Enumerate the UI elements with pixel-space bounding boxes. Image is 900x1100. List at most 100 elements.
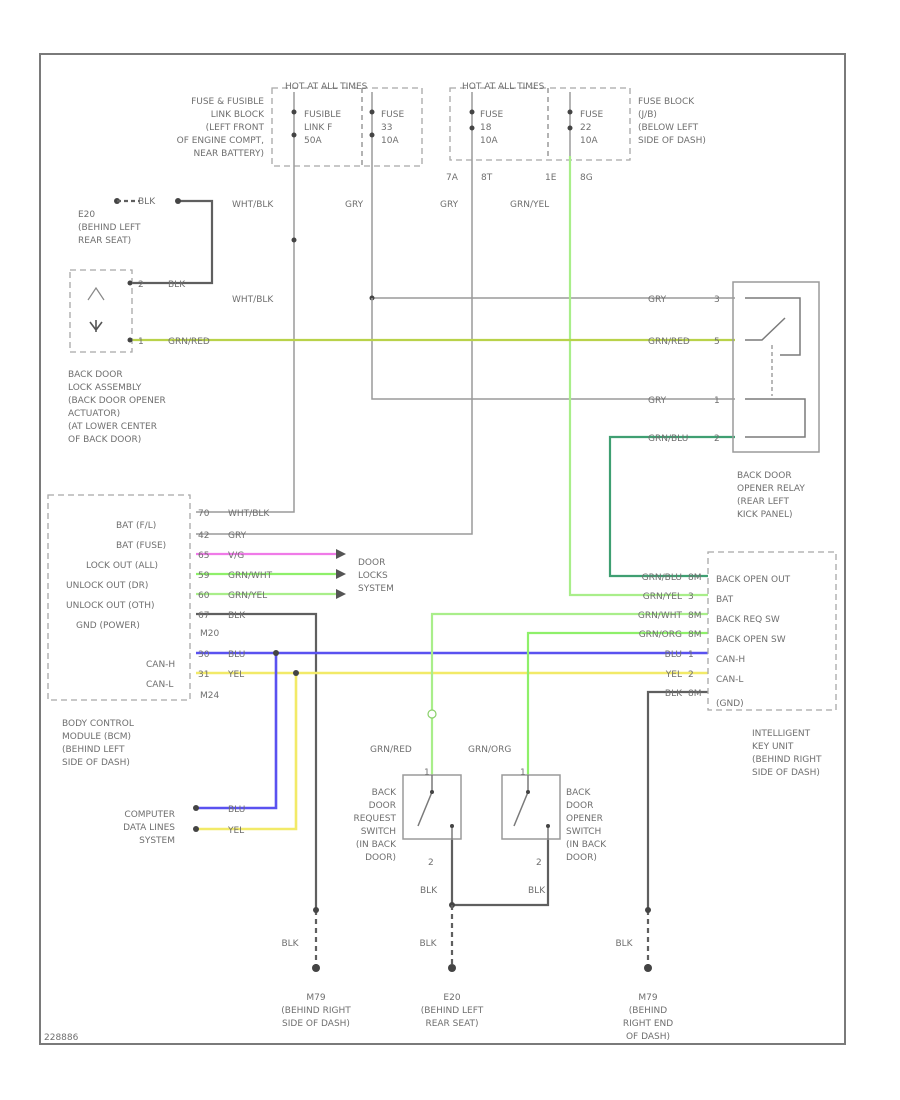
svg-text:CAN-H: CAN-H: [146, 660, 175, 670]
diagram-frame: [39, 53, 846, 1045]
svg-text:LOCKS: LOCKS: [358, 571, 388, 581]
ground-e20-bottom: BLK E20 (BEHIND LEFT REAR SEAT): [419, 939, 483, 1029]
svg-text:LINK F: LINK F: [304, 123, 332, 133]
svg-text:NEAR BATTERY): NEAR BATTERY): [193, 149, 264, 159]
back-door-lock-box: [69, 269, 133, 353]
svg-text:(BEHIND LEFT: (BEHIND LEFT: [62, 745, 125, 755]
svg-text:GRN/YEL: GRN/YEL: [228, 591, 267, 601]
relay-coil: [745, 398, 806, 438]
svg-text:FUSIBLE: FUSIBLE: [304, 110, 341, 120]
fuse-22: FUSE 22 10A: [580, 110, 603, 146]
svg-text:GRN/BLU: GRN/BLU: [648, 434, 688, 444]
svg-text:33: 33: [381, 123, 392, 133]
svg-text:30: 30: [198, 650, 210, 660]
wire-grn-blu: [608, 435, 735, 578]
back-door-opener-relay-box: [732, 281, 820, 453]
svg-text:BLU: BLU: [228, 650, 245, 660]
wire-wht-blk-top: WHT/BLK: [232, 200, 274, 210]
svg-text:BACK REQ SW: BACK REQ SW: [716, 615, 780, 625]
back-door-opener-switch-box: [501, 774, 561, 840]
svg-text:KEY UNIT: KEY UNIT: [752, 742, 794, 752]
wire-blk-actuator: [130, 199, 214, 285]
svg-text:8M: 8M: [688, 630, 702, 640]
svg-text:65: 65: [198, 551, 209, 561]
fuse-block-pins: 7A 8T 1E 8G: [446, 173, 593, 183]
relay-switch-arm: [745, 317, 786, 341]
opener-switch-arm: [513, 775, 529, 827]
fuse-33: FUSE 33 10A: [381, 110, 404, 146]
ground-symbol-m79-right: [644, 964, 652, 972]
svg-text:8M: 8M: [688, 573, 702, 583]
svg-text:CAN-H: CAN-H: [716, 655, 745, 665]
svg-text:10A: 10A: [580, 136, 598, 146]
svg-text:FUSE: FUSE: [381, 110, 404, 120]
wire-grn-yel-top: GRN/YEL: [510, 200, 549, 210]
wire-bcm-gnd: [196, 612, 318, 910]
bcm-pin-numbers: 70 42 65 59 60 67 30 31: [198, 509, 210, 680]
svg-text:UNLOCK OUT (OTH): UNLOCK OUT (OTH): [66, 601, 155, 611]
svg-text:31: 31: [198, 670, 209, 680]
svg-text:GRY: GRY: [648, 396, 667, 406]
svg-text:GRY: GRY: [648, 295, 667, 305]
svg-text:(LEFT FRONT: (LEFT FRONT: [206, 123, 265, 133]
svg-text:DOOR: DOOR: [566, 801, 593, 811]
svg-text:FUSE: FUSE: [580, 110, 603, 120]
svg-text:BAT: BAT: [716, 595, 734, 605]
wire-wht-blk: [196, 160, 295, 513]
svg-text:CAN-L: CAN-L: [716, 675, 743, 685]
wire-blk-e20: BLK: [138, 197, 156, 207]
opener-switch-wire: GRN/ORG: [468, 745, 511, 755]
iku-label: INTELLIGENT KEY UNIT (BEHIND RIGHT SIDE …: [752, 729, 822, 778]
intelligent-key-unit-box: [707, 551, 837, 711]
svg-text:BLK: BLK: [665, 689, 683, 699]
svg-text:(BEHIND LEFT: (BEHIND LEFT: [421, 1006, 484, 1016]
wire-grn-wht-req: [430, 612, 708, 775]
relay-pins: GRY 3 GRN/RED 5 GRY 1 GRN/BLU 2: [648, 295, 720, 444]
wire-wht-blk-mid: WHT/BLK: [232, 295, 274, 305]
request-switch-pin-bottom: 2: [428, 858, 434, 868]
svg-text:22: 22: [580, 123, 591, 133]
svg-text:GRN/WHT: GRN/WHT: [638, 611, 683, 621]
svg-text:DATA LINES: DATA LINES: [123, 823, 175, 833]
svg-text:WHT/BLK: WHT/BLK: [228, 509, 270, 519]
svg-text:8M: 8M: [688, 611, 702, 621]
bcm-box: [47, 494, 191, 701]
svg-text:SIDE OF DASH): SIDE OF DASH): [282, 1019, 350, 1029]
svg-text:BLK: BLK: [615, 939, 633, 949]
wire-gry-relay-1: [371, 298, 735, 400]
svg-text:GRN/BLU: GRN/BLU: [642, 573, 682, 583]
svg-text:LINK BLOCK: LINK BLOCK: [211, 110, 265, 120]
svg-text:8T: 8T: [481, 173, 493, 183]
actuator-wire-blk: BLK: [168, 280, 186, 290]
svg-text:10A: 10A: [381, 136, 399, 146]
can-yellow-wire-label: YEL: [227, 826, 244, 836]
opener-switch-pin-top: 1: [520, 768, 526, 778]
wire-gry-top-left: GRY: [345, 200, 364, 210]
svg-text:(BEHIND RIGHT: (BEHIND RIGHT: [752, 755, 822, 765]
fuse-block-label: FUSE BLOCK (J/B) (BELOW LEFT SIDE OF DAS…: [638, 97, 706, 146]
actuator-icon: [87, 286, 105, 301]
bcm-label: BODY CONTROL MODULE (BCM) (BEHIND LEFT S…: [62, 719, 134, 768]
svg-text:SWITCH: SWITCH: [361, 827, 396, 837]
iku-wire-colors: GRN/BLU GRN/YEL GRN/WHT GRN/ORG BLU YEL …: [638, 573, 683, 699]
svg-text:YEL: YEL: [665, 670, 682, 680]
svg-text:E20: E20: [78, 210, 95, 220]
svg-text:SWITCH: SWITCH: [566, 827, 601, 837]
svg-text:UNLOCK OUT (DR): UNLOCK OUT (DR): [66, 581, 148, 591]
opener-switch-wire-bottom: BLK: [528, 886, 546, 896]
request-switch-wire-bottom: BLK: [420, 886, 438, 896]
diagram-id: 228886: [44, 1033, 79, 1043]
svg-text:GRN/RED: GRN/RED: [648, 337, 690, 347]
svg-text:1: 1: [688, 650, 694, 660]
svg-text:(BACK DOOR OPENER: (BACK DOOR OPENER: [68, 396, 166, 406]
svg-text:BODY CONTROL: BODY CONTROL: [62, 719, 134, 729]
svg-text:BLK: BLK: [228, 611, 246, 621]
svg-text:V/G: V/G: [228, 551, 244, 561]
svg-text:42: 42: [198, 531, 209, 541]
svg-text:(BELOW LEFT: (BELOW LEFT: [638, 123, 699, 133]
svg-text:OF ENGINE COMPT,: OF ENGINE COMPT,: [177, 136, 264, 146]
svg-text:BLK: BLK: [281, 939, 299, 949]
svg-text:KICK PANEL): KICK PANEL): [737, 510, 793, 520]
fusible-link-block-box: [271, 87, 423, 167]
